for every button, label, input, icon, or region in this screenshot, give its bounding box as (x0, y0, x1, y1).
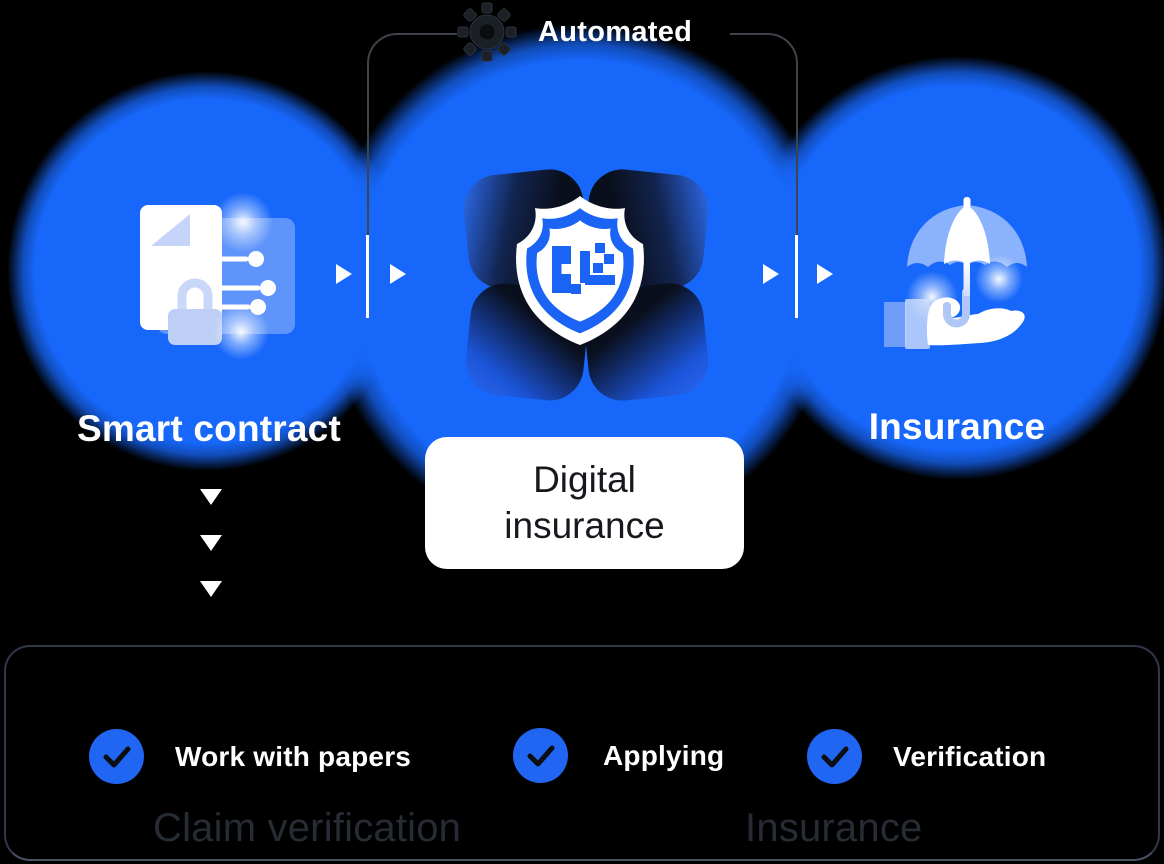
umbrella-hand-icon (884, 197, 1027, 349)
insurance-label: Insurance (868, 406, 1046, 447)
check-item-label: Verification (893, 740, 1047, 772)
bracket-line-left (367, 33, 457, 317)
check-item-label: Work with papers (175, 740, 412, 772)
arrow-right-icon (817, 264, 833, 284)
connector-white-right (795, 235, 798, 318)
check-icon (513, 728, 568, 783)
check-icon (89, 729, 144, 784)
check-icon (807, 729, 862, 784)
check-item-applying: Applying (513, 728, 724, 783)
card-label-line2: insurance (504, 505, 665, 546)
arrow-down-icon (200, 535, 222, 551)
check-item-label: Applying (603, 739, 725, 771)
smart-contract-label: Smart contract (77, 408, 341, 449)
check-item-verification: Verification (807, 729, 1046, 784)
arrow-down-icon (200, 581, 222, 597)
check-item-work-with-papers: Work with papers (89, 729, 411, 784)
claim-verification-section-label: Claim verification (153, 806, 462, 850)
connector-white-left (366, 235, 369, 318)
insurance-section-label: Insurance (745, 806, 923, 850)
blob-insurance (745, 56, 1164, 480)
automated-label: Automated (538, 16, 693, 48)
gear-icon (457, 2, 517, 62)
digital-insurance-card: Digital insurance (425, 437, 744, 569)
document-lock-circuit-icon (140, 192, 295, 360)
arrow-right-icon (390, 264, 406, 284)
shield-qr-icon (463, 169, 709, 401)
card-label-line1: Digital (533, 459, 636, 500)
bracket-line-right (730, 33, 798, 317)
arrow-down-icon (200, 489, 222, 505)
arrow-right-icon (336, 264, 352, 284)
process-panel (4, 645, 1160, 861)
arrow-right-icon (763, 264, 779, 284)
